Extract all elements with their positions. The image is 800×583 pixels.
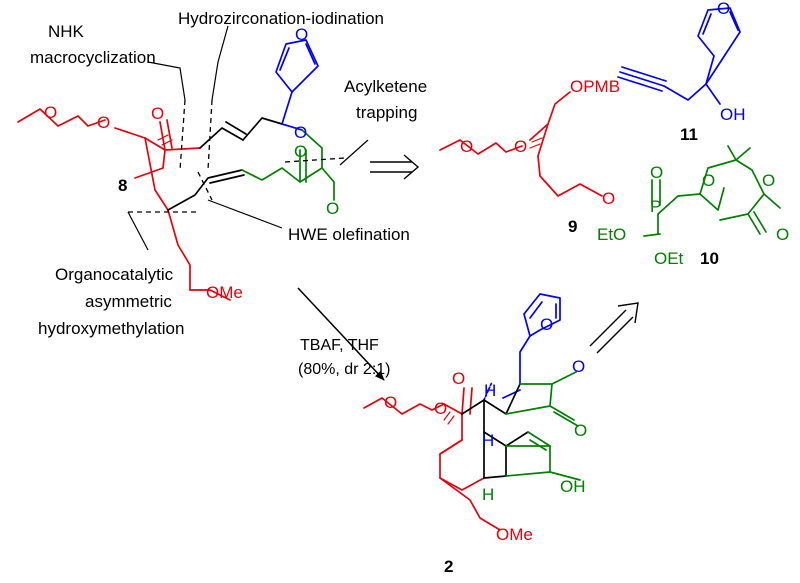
atom-o-mom-9: O xyxy=(460,137,473,156)
atom-o-furan-2: O xyxy=(540,315,553,334)
label-hwe: HWE olefination xyxy=(288,225,410,244)
atom-o-furan-11: O xyxy=(717,0,730,18)
ketone-8 xyxy=(159,119,173,151)
atom-eto-10: EtO xyxy=(597,225,626,244)
atom-o-dioxinone1-10: O xyxy=(702,171,715,190)
atom-o-mom2-8: O xyxy=(44,103,57,122)
compound-label-2: 2 xyxy=(444,557,453,576)
label-hydrozirconation: Hydrozirconation-iodination xyxy=(178,9,384,28)
label-hydroxymethylation: hydroxymethylation xyxy=(38,319,184,338)
label-asymmetric: asymmetric xyxy=(85,292,172,311)
atom-o-mom-2: O xyxy=(384,393,397,412)
atom-o-aldehyde-9: O xyxy=(602,189,615,208)
atom-o-carbonyl-10: O xyxy=(776,225,789,244)
label-organocatalytic: Organocatalytic xyxy=(55,265,174,284)
compound-8-structure xyxy=(17,39,335,301)
atom-o-carbonyl-2: O xyxy=(574,421,587,440)
atom-oh-11: OH xyxy=(720,105,746,124)
label-trapping: trapping xyxy=(356,103,417,122)
atom-o-furan-8: O xyxy=(295,25,308,44)
atom-o-ester-8: O xyxy=(294,123,307,142)
compound-2-structure xyxy=(363,293,581,531)
atom-opmb-9: OPMB xyxy=(570,77,620,96)
compound-label-9: 9 xyxy=(568,217,577,236)
label-nhk: NHK xyxy=(48,22,85,41)
mom-group-8 xyxy=(17,108,201,291)
atom-o-carbonyl-8: O xyxy=(326,199,339,218)
atom-o-dioxinone2-10: O xyxy=(762,171,775,190)
atom-o-ketone-8: O xyxy=(151,104,164,123)
atom-o-keto-8: O xyxy=(294,142,307,161)
atom-oh-2: OH xyxy=(560,477,586,496)
backbone-8 xyxy=(167,117,283,211)
atom-h-mid-2: H xyxy=(482,431,494,450)
atom-ome-8: OMe xyxy=(206,283,243,302)
annotation-leaders xyxy=(127,25,369,251)
condition-reagents: TBAF, THF xyxy=(300,337,379,354)
disconnection-lines xyxy=(128,99,346,213)
atom-h-top-2: H xyxy=(484,381,496,400)
side-chain-8 xyxy=(189,289,231,301)
compound-10-structure xyxy=(643,145,781,237)
atom-o-ketone-2: O xyxy=(452,369,465,388)
ketoester-8 xyxy=(241,129,335,201)
label-macrocyclization: macrocyclization xyxy=(30,48,156,67)
condition-yield: (80%, dr 2:1) xyxy=(298,361,390,378)
reaction-arrow xyxy=(297,287,385,381)
compound-label-8: 8 xyxy=(118,176,127,195)
label-acylketene: Acylketene xyxy=(344,77,427,96)
atom-h-bottom-2: H xyxy=(482,485,494,504)
retro-arrow-2 xyxy=(589,302,639,354)
compound-label-10: 10 xyxy=(700,249,719,268)
atom-ome-2: OMe xyxy=(496,525,533,544)
atom-o-lactone-2: O xyxy=(572,357,585,376)
atom-p-10: P xyxy=(650,197,661,216)
furan-8 xyxy=(275,39,319,131)
compound-11-structure xyxy=(617,7,741,105)
compound-9-structure xyxy=(439,91,603,197)
atom-oet-10: OEt xyxy=(654,249,684,268)
atom-o-phosphonate-10: O xyxy=(650,163,663,182)
compound-label-11: 11 xyxy=(680,125,698,144)
atom-o-ether-2: O xyxy=(434,399,447,418)
atom-o-ether-9: O xyxy=(514,137,527,156)
retro-arrow-1 xyxy=(370,154,420,180)
atom-o-mom-8: O xyxy=(97,113,110,132)
